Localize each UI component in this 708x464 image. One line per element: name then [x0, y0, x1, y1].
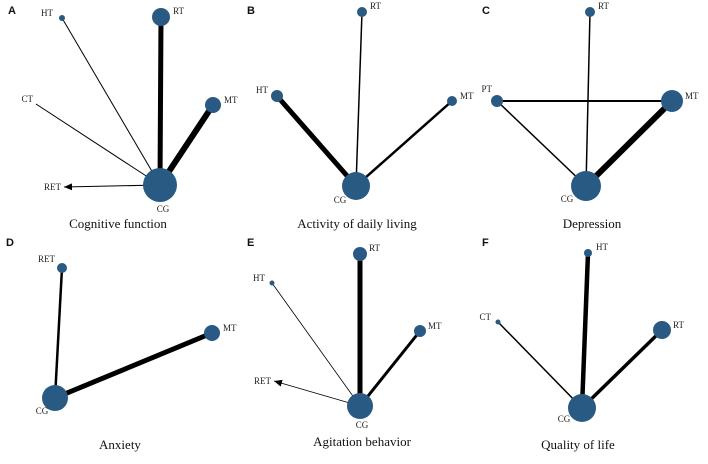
- node-F-CG: [568, 394, 596, 422]
- edge-B-MT-CG: [355, 100, 453, 187]
- node-D-MT: [204, 325, 220, 341]
- panel-letter-D: D: [6, 237, 14, 249]
- node-C-RT: [585, 7, 595, 17]
- node-label-F-CT: CT: [479, 312, 491, 322]
- panel-E: RT HT MT RET CG E Agitation behavior: [247, 237, 442, 449]
- node-label-F-RT: RT: [673, 320, 684, 330]
- edge-E-HT-CG: [271, 282, 361, 407]
- node-label-B-CG: CG: [334, 195, 347, 205]
- node-F-CT: [495, 319, 501, 325]
- edge-C-RT-CG: [585, 11, 591, 187]
- edge-F-CT-CG: [497, 321, 583, 409]
- node-label-A-CG: CG: [157, 204, 170, 214]
- node-E-HT: [269, 280, 275, 286]
- edge-B-HT-CG: [275, 94, 358, 188]
- node-label-A-CT: CT: [21, 94, 33, 104]
- panel-C: RT PT MT CG C Depression: [481, 1, 699, 231]
- node-label-A-MT: MT: [224, 95, 238, 105]
- edge-D-MT-CG: [54, 330, 213, 401]
- edge-C-MT-CG: [583, 98, 675, 189]
- edge-F-RT-CG: [580, 328, 664, 410]
- node-label-B-HT: HT: [256, 85, 268, 95]
- panel-letter-A: A: [8, 5, 16, 17]
- node-C-CG: [571, 171, 601, 201]
- edge-A-HT-CG: [61, 17, 161, 186]
- node-label-C-RT: RT: [598, 1, 609, 11]
- edge-F-HT-CG: [579, 252, 591, 409]
- node-label-C-CG: CG: [561, 194, 574, 204]
- node-label-F-CG: CG: [558, 414, 571, 424]
- node-label-B-RT: RT: [370, 1, 381, 11]
- node-A-HT: [59, 15, 65, 21]
- edge-C-PT-CG: [496, 100, 587, 187]
- node-E-RT: [353, 247, 367, 261]
- node-A-MT: [205, 97, 221, 113]
- node-C-PT: [491, 95, 503, 107]
- node-label-A-RET: RET: [44, 182, 62, 192]
- panel-B: RT HT MT CG B Activity of daily living: [247, 1, 474, 231]
- node-B-CG: [342, 172, 370, 200]
- edge-D-RET-CG: [53, 267, 64, 399]
- panel-caption-E: Agitation behavior: [313, 434, 412, 449]
- node-label-A-HT: HT: [41, 8, 53, 18]
- node-A-RT: [152, 8, 170, 26]
- node-F-HT: [584, 249, 592, 257]
- node-B-HT: [271, 90, 283, 102]
- edge-A-RT-CG: [157, 16, 164, 186]
- edge-A-CT-CG: [35, 103, 161, 186]
- node-label-E-RT: RT: [369, 243, 380, 253]
- panel-caption-A: Cognitive function: [69, 216, 167, 231]
- node-label-E-CG: CG: [356, 420, 369, 430]
- panel-letter-B: B: [247, 5, 255, 17]
- panel-caption-D: Anxiety: [99, 437, 141, 452]
- node-label-D-MT: MT: [223, 323, 237, 333]
- node-C-MT: [661, 90, 683, 112]
- node-label-E-HT: HT: [253, 273, 265, 283]
- node-label-F-HT: HT: [596, 242, 608, 252]
- node-E-MT: [414, 325, 426, 337]
- node-label-C-MT: MT: [685, 91, 699, 101]
- node-B-RT: [357, 7, 367, 17]
- node-label-D-CG: CG: [36, 406, 49, 416]
- panel-D: RET MT CG D Anxiety: [6, 237, 237, 452]
- edge-E-MT-CG: [358, 330, 422, 407]
- panel-F: HT CT RT CG F Quality of life: [479, 237, 684, 452]
- node-D-CG: [42, 385, 68, 411]
- panel-letter-F: F: [482, 237, 489, 249]
- panel-caption-C: Depression: [563, 216, 622, 231]
- node-label-A-RT: RT: [173, 6, 184, 16]
- panel-letter-C: C: [482, 5, 490, 17]
- node-label-E-MT: MT: [428, 321, 442, 331]
- edge-B-RT-CG: [355, 11, 363, 187]
- edge-E-CG-RET: [273, 379, 361, 407]
- panel-A: HT RT CT MT RET CG A Cognitive function: [8, 5, 238, 231]
- node-label-C-PT: PT: [481, 84, 492, 94]
- node-label-D-RET: RET: [38, 254, 56, 264]
- node-A-CG: [143, 168, 177, 202]
- node-label-B-MT: MT: [460, 91, 474, 101]
- panel-caption-B: Activity of daily living: [297, 216, 417, 231]
- node-D-RET: [57, 263, 67, 273]
- panel-caption-F: Quality of life: [541, 437, 615, 452]
- node-B-MT: [447, 96, 457, 106]
- node-label-E-RET: RET: [254, 376, 272, 386]
- node-F-RT: [653, 321, 671, 339]
- panel-letter-E: E: [247, 237, 254, 249]
- node-E-CG: [347, 393, 373, 419]
